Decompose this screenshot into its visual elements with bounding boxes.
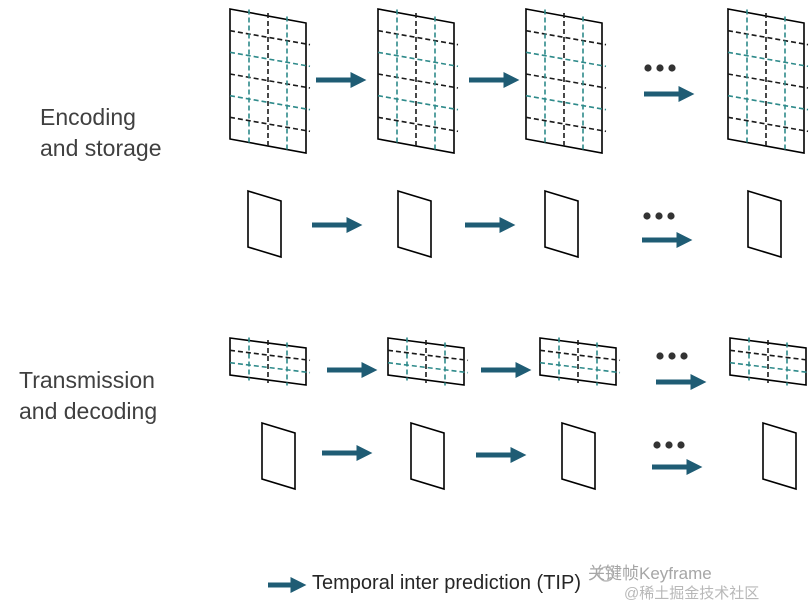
grid-line xyxy=(229,51,311,68)
grid-line xyxy=(727,73,809,89)
grid-line xyxy=(729,349,809,362)
decoded-frame xyxy=(229,337,307,386)
grid-line xyxy=(377,116,459,133)
grid-line xyxy=(525,29,607,46)
ellipsis-icon xyxy=(668,352,676,360)
watermark-brand: 关键帧Keyframe xyxy=(588,564,712,583)
label-line-1: Encoding xyxy=(40,104,136,130)
grid-line xyxy=(377,29,459,46)
small-frame xyxy=(261,421,296,491)
grid-line xyxy=(377,73,459,89)
grid-line xyxy=(525,94,607,111)
grid-line xyxy=(229,116,311,133)
decoded-frame xyxy=(539,337,617,386)
grid-line xyxy=(539,349,621,362)
grid-line xyxy=(377,94,459,111)
grid-line xyxy=(727,29,809,46)
small-frame xyxy=(561,421,596,491)
grid-line xyxy=(525,116,607,133)
grid-line xyxy=(727,116,809,133)
ellipsis-icon xyxy=(665,441,673,449)
grid-line xyxy=(377,51,459,68)
decoded-frame xyxy=(729,337,807,386)
ellipsis-icon xyxy=(656,64,664,72)
ellipsis-icon xyxy=(680,352,688,360)
grid-line xyxy=(387,349,469,362)
small-frame xyxy=(544,189,579,259)
label-line-1: Transmission xyxy=(19,367,155,393)
small-frame xyxy=(247,189,282,259)
ellipsis-icon xyxy=(668,64,676,72)
grid-line xyxy=(229,94,311,111)
watermark-sub: @稀土掘金技术社区 xyxy=(624,585,760,602)
small-frame xyxy=(410,421,445,491)
grid-line xyxy=(727,94,809,111)
small-frame xyxy=(762,421,797,491)
grid-line xyxy=(229,349,311,362)
ellipsis-icon xyxy=(653,441,661,449)
grid-line xyxy=(525,73,607,89)
grid-line xyxy=(729,361,809,374)
grid-line xyxy=(525,51,607,68)
label-line-2: and decoding xyxy=(19,398,158,424)
ellipsis-icon xyxy=(655,212,663,220)
legend-text: Temporal inter prediction (TIP) xyxy=(312,572,581,594)
grid-line xyxy=(229,361,311,374)
grid-line xyxy=(387,361,469,374)
label-transmission-decoding: Transmission and decoding xyxy=(19,365,157,427)
grid-line xyxy=(539,361,621,374)
ellipsis-icon xyxy=(644,64,652,72)
ellipsis-icon xyxy=(667,212,675,220)
grid-line xyxy=(229,29,311,46)
grid-line xyxy=(727,51,809,68)
watermark-logo-icon xyxy=(598,566,614,582)
small-frame xyxy=(747,189,782,259)
grid-line xyxy=(229,73,311,89)
decoded-frame xyxy=(387,337,465,386)
ellipsis-icon xyxy=(677,441,685,449)
watermark: 关键帧Keyframe @稀土掘金技术社区 xyxy=(588,564,759,604)
label-encoding-storage: Encoding and storage xyxy=(40,102,161,164)
small-frame xyxy=(397,189,432,259)
ellipsis-icon xyxy=(656,352,664,360)
ellipsis-icon xyxy=(643,212,651,220)
label-line-2: and storage xyxy=(40,135,162,161)
